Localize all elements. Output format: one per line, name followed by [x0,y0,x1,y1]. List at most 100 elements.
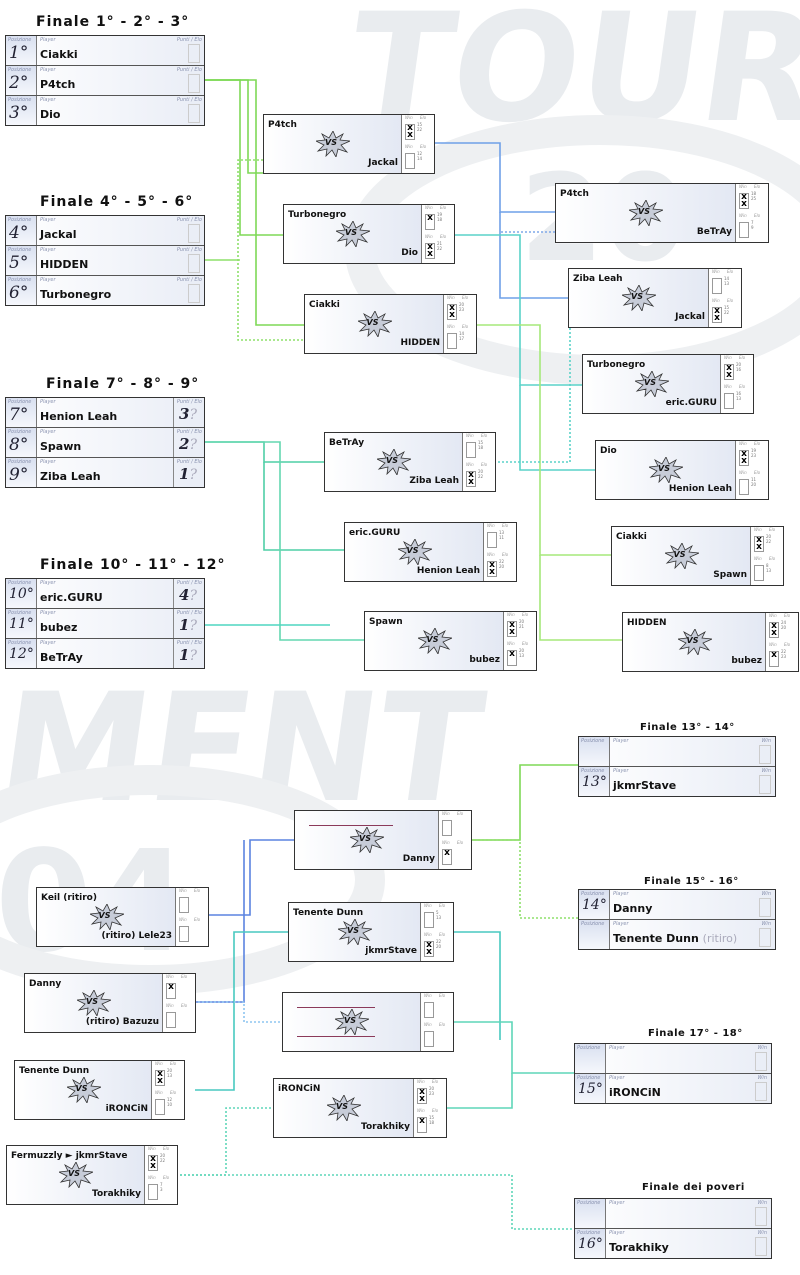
win-marks: x [442,849,452,865]
points-label: Punti / Elo [176,640,202,646]
player-label: Player [609,1230,625,1236]
player-one-name: Ciakki [309,300,340,310]
vs-burst-shape [375,448,413,477]
vs-label: VS [325,138,337,147]
win-marks: x x [487,561,497,577]
vs-label: VS [336,1102,348,1111]
elo-label: Elo [439,993,446,998]
win-marks: x [425,214,435,230]
player-name: HIDDEN [40,258,89,271]
win-marks [712,278,722,294]
win-marks: x x [405,124,415,140]
elo-label: Elo [462,324,469,329]
elo-label: Elo [754,213,761,218]
vs-label: VS [631,292,643,301]
vs-label: VS [359,834,371,843]
position-number: 16° [578,1236,603,1252]
position-number: 15° [578,1081,603,1097]
vs-label: VS [98,911,111,920]
player-name: eric.GURU [40,591,103,604]
vs-burst-icon: VS [88,903,126,932]
player-two-name: bubez [469,655,500,665]
vs-burst-shape [333,1008,371,1037]
win-label: Win [712,269,720,274]
position-label: Posizione [8,459,32,465]
points-label: Punti / Elo [176,277,202,283]
player-one-name: Danny [29,979,62,989]
win-marks [739,222,749,238]
player-one-name: P4tch [268,120,297,130]
vs-burst-shape [416,627,454,656]
player-name: Ziba Leah [40,470,101,483]
player-two-name: Spawn [713,570,747,580]
vs-burst-icon: VS [333,1008,371,1037]
player-one-name: Tenente Dunn [293,908,364,918]
player-two-name: Torakhiky [92,1189,141,1199]
player-one-name: Ciakki [616,532,647,542]
elo-label: Elo [440,234,447,239]
win-marks: x [769,651,779,667]
win-label: Win [447,295,455,300]
vs-burst-shape [396,538,434,567]
position-label: Posizione [8,37,32,43]
player-one-name: P4tch [560,189,589,199]
win-label: Win [507,641,515,646]
player-name: Tenente Dunn (ritiro) [613,932,738,945]
player-label: Player [40,399,56,405]
vs-burst-shape [65,1076,103,1105]
win-elo-label: Win [761,891,771,897]
elo-label: Elo [432,1108,439,1113]
player-name: iRONCiN [609,1086,661,1099]
elo-label: Elo [481,462,488,467]
win-marks: x x [424,941,434,957]
win-label: Win [442,840,450,845]
win-label: Win [754,527,762,532]
match-bottom-half: Torakhiky [7,1175,145,1204]
elo-label: Elo [194,917,201,922]
points-value: 1? [179,465,197,483]
win-label: Win [425,234,433,239]
win-marks [179,897,189,913]
vs-label: VS [345,228,357,237]
points-label: Punti / Elo [176,429,202,435]
win-label: Win [724,384,732,389]
elo-label: Elo [457,811,464,816]
player-label: Player [613,768,629,774]
vs-label: VS [406,546,419,555]
points-label: Punti / Elo [176,67,202,73]
player-label: Player [609,1045,625,1051]
vs-burst-shape [334,220,372,249]
win-marks [724,393,734,409]
vs-label: VS [86,997,98,1006]
